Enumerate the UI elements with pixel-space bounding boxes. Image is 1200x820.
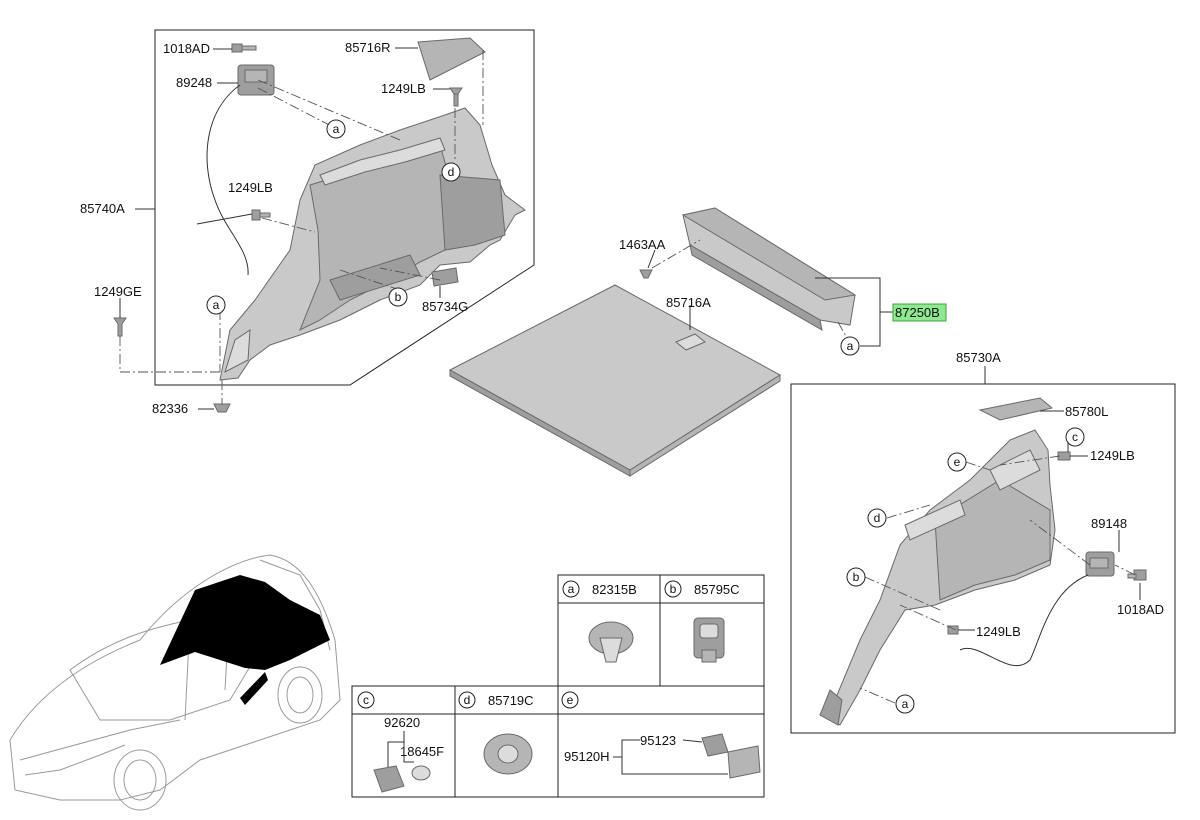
- callout-e-right: [947, 452, 967, 472]
- label-85716r: 85716R: [345, 40, 391, 55]
- highlight-87250b: [892, 303, 947, 322]
- center-dash-lines: [651, 239, 849, 341]
- label-1249lb-left-top: 1249LB: [381, 81, 426, 96]
- callout-e-right-text: e: [954, 455, 961, 469]
- clip-1463aa[interactable]: [639, 269, 653, 279]
- legend-callout-c-text: c: [363, 693, 369, 707]
- callout-b-right-text: b: [853, 570, 860, 584]
- vehicle-locator: [9, 554, 341, 811]
- callout-a-right: [895, 694, 915, 714]
- label-85716a: 85716A: [666, 295, 711, 310]
- callout-d-left-text: d: [448, 165, 455, 179]
- bolt-1018ad-left[interactable]: [231, 43, 257, 53]
- legend-d-cap-image: [483, 733, 533, 775]
- callout-b-left-text: b: [395, 290, 402, 304]
- right-quarter-trim-panel[interactable]: [819, 429, 1056, 726]
- right-dash-lines: [859, 455, 1136, 704]
- legend-callout-e-text: e: [567, 693, 574, 707]
- legend-callout-d: [458, 691, 476, 709]
- legend-table: [351, 574, 765, 798]
- legend-d-part: 85719C: [488, 693, 534, 708]
- legend-callout-b: [664, 580, 682, 598]
- pad-85734g[interactable]: [431, 267, 459, 287]
- callout-a-left-bottom-text: a: [213, 298, 220, 312]
- right-group-frame: [790, 383, 1176, 734]
- screw-1249ge[interactable]: [113, 317, 127, 337]
- label-1018ad-left: 1018AD: [163, 41, 210, 56]
- bracket-89248[interactable]: [237, 64, 275, 96]
- clip-1249lb-left-mid[interactable]: [251, 209, 271, 221]
- legend-b-part: 85795C: [694, 582, 740, 597]
- callout-a-center-text: a: [847, 339, 854, 353]
- legend-a-part: 82315B: [592, 582, 637, 597]
- label-1249lb-right-top: 1249LB: [1090, 448, 1135, 463]
- label-85730a: 85730A: [956, 350, 1001, 365]
- right-leader-lines: [958, 410, 1141, 631]
- clip-1249lb-left-top[interactable]: [449, 87, 463, 107]
- legend-c-clip-image: [373, 765, 431, 793]
- clip-82336[interactable]: [213, 403, 231, 413]
- legend-c-part-18645f: 18645F: [400, 744, 444, 759]
- callout-a-left-top-text: a: [333, 122, 340, 136]
- label-87250b[interactable]: 87250B: [895, 305, 940, 320]
- legend-callout-b-text: b: [670, 582, 677, 596]
- label-1249lb-right-bottom: 1249LB: [976, 624, 1021, 639]
- cover-85780l[interactable]: [978, 397, 1054, 421]
- bolt-1018ad-right[interactable]: [1127, 569, 1147, 581]
- legend-c-leaders: [387, 731, 414, 770]
- cable-89248: [206, 84, 249, 276]
- label-1249ge: 1249GE: [94, 284, 142, 299]
- callout-a-left-bottom: [206, 295, 226, 315]
- left-quarter-trim-panel[interactable]: [219, 107, 526, 381]
- legend-b-hook-image: [693, 617, 725, 663]
- legend-c-part-92620: 92620: [384, 715, 420, 730]
- left-group-frame: [154, 29, 535, 386]
- callout-a-left-top: [326, 119, 346, 139]
- callout-a-center: [840, 336, 860, 356]
- legend-a-clip-image: [588, 621, 634, 663]
- callout-a-right-text: a: [902, 697, 909, 711]
- bracket-89148[interactable]: [1085, 551, 1115, 577]
- label-85780l: 85780L: [1065, 404, 1108, 419]
- left-dash-lines: [119, 50, 484, 404]
- vehicle-cargo-pillar-highlight: [240, 672, 268, 705]
- left-leader-lines: [119, 47, 450, 410]
- label-85740a: 85740A: [80, 201, 125, 216]
- legend-e-part-95123: 95123: [640, 733, 676, 748]
- legend-callout-e: [561, 691, 579, 709]
- legend-callout-a-text: a: [568, 582, 575, 596]
- callout-c-right-text: c: [1072, 430, 1078, 444]
- luggage-board-85716a[interactable]: [448, 284, 781, 471]
- legend-e-socket-image: [701, 733, 761, 779]
- callout-d-right-text: d: [874, 511, 881, 525]
- legend-callout-d-text: d: [464, 693, 471, 707]
- callout-d-right: [867, 508, 887, 528]
- callout-b-right: [846, 567, 866, 587]
- label-89248: 89248: [176, 75, 212, 90]
- label-89148: 89148: [1091, 516, 1127, 531]
- legend-e-part-95120h: 95120H: [564, 749, 610, 764]
- callout-d-left: [441, 162, 461, 182]
- cable-89148: [959, 574, 1089, 667]
- sill-trim-87250b[interactable]: [681, 207, 857, 331]
- callout-c-right: [1065, 427, 1085, 447]
- legend-e-leaders: [613, 739, 728, 775]
- label-1463aa: 1463AA: [619, 237, 666, 252]
- vehicle-cargo-area-highlight: [160, 575, 330, 670]
- legend-callout-a: [562, 580, 580, 598]
- bracket-lead-87250b: [647, 249, 893, 347]
- cover-85716r[interactable]: [417, 37, 486, 81]
- label-1249lb-left-mid: 1249LB: [228, 180, 273, 195]
- label-1018ad-right: 1018AD: [1117, 602, 1164, 617]
- legend-callout-c: [357, 691, 375, 709]
- label-82336: 82336: [152, 401, 188, 416]
- label-85734g: 85734G: [422, 299, 468, 314]
- callout-b-left: [388, 287, 408, 307]
